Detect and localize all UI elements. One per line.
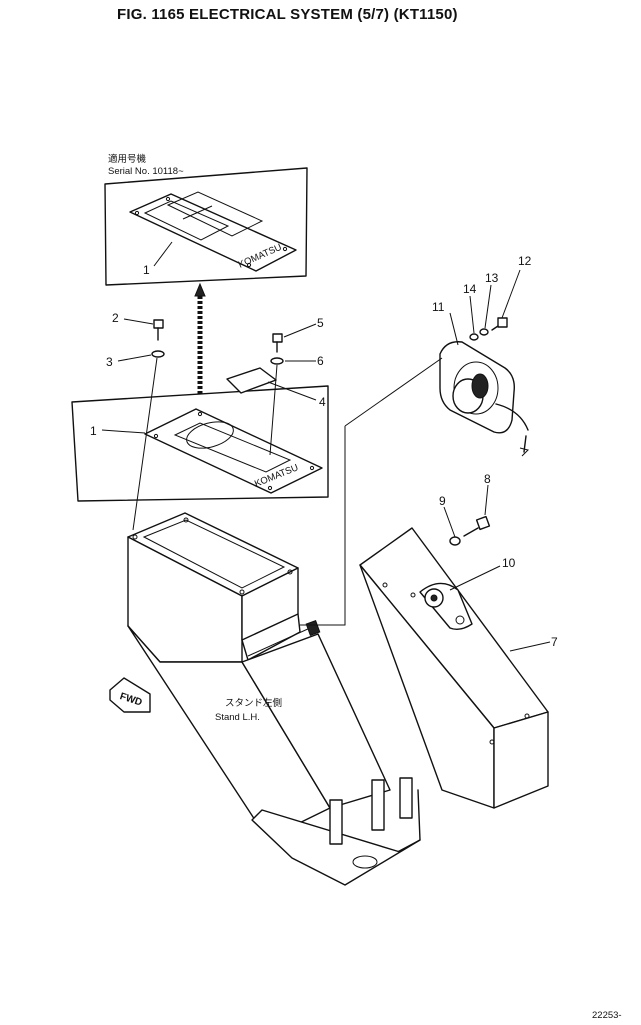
- callout-8: 8: [484, 472, 491, 486]
- long-rod: [194, 282, 206, 394]
- washer-3: [151, 350, 165, 358]
- washer-9: [449, 536, 461, 546]
- callout-1-lower: 1: [90, 424, 97, 438]
- horn-assembly-11: [300, 341, 529, 626]
- callout-13: 13: [485, 271, 499, 285]
- serial-note-en: Serial No. 10118~: [108, 166, 184, 177]
- washer-6: [270, 357, 284, 365]
- figure-title: FIG. 1165 ELECTRICAL SYSTEM (5/7) (KT115…: [117, 6, 458, 23]
- bolt-5: [272, 333, 283, 353]
- callout-2: 2: [112, 311, 119, 325]
- page-code: 22253-: [592, 1010, 622, 1020]
- callout-7: 7: [551, 635, 558, 649]
- fwd-arrow: FWD: [109, 677, 151, 713]
- serial-note-jp: 適用号機: [108, 153, 147, 165]
- switch-10: [419, 565, 501, 631]
- callout-12: 12: [518, 254, 532, 268]
- callout-6: 6: [317, 354, 324, 368]
- gasket-4: [226, 367, 277, 394]
- callout-14: 14: [463, 282, 477, 296]
- screw-12: [491, 317, 508, 331]
- callout-3: 3: [106, 355, 113, 369]
- side-housing-7: [359, 527, 549, 809]
- washer-14: [469, 333, 479, 341]
- callout-10: 10: [502, 556, 516, 570]
- callout-4: 4: [319, 395, 326, 409]
- leader-lines: [101, 269, 551, 652]
- stand-label-jp: スタンド左側: [225, 697, 282, 709]
- callout-9: 9: [439, 494, 446, 508]
- cover-plate-lower: KOMATSU: [144, 408, 323, 494]
- leader-3: [132, 357, 158, 531]
- callout-numbers: 1 1 2 3 4 5 6 7 8 9 10 11 12 13 14: [90, 254, 558, 649]
- callout-11: 11: [432, 300, 445, 314]
- inset-box-lower: KOMATSU: [71, 385, 329, 502]
- bolt-2: [153, 319, 164, 341]
- callout-5: 5: [317, 316, 324, 330]
- bolt-8: [463, 515, 491, 537]
- stand-label-en: Stand L.H.: [215, 712, 260, 723]
- callout-1-upper: 1: [143, 263, 150, 277]
- washer-13: [479, 328, 489, 336]
- stand-body: [127, 512, 421, 886]
- inset-box-upper: 適用号機 Serial No. 10118~ KOMATSU: [104, 153, 308, 286]
- cover-plate-upper: KOMATSU: [129, 191, 297, 272]
